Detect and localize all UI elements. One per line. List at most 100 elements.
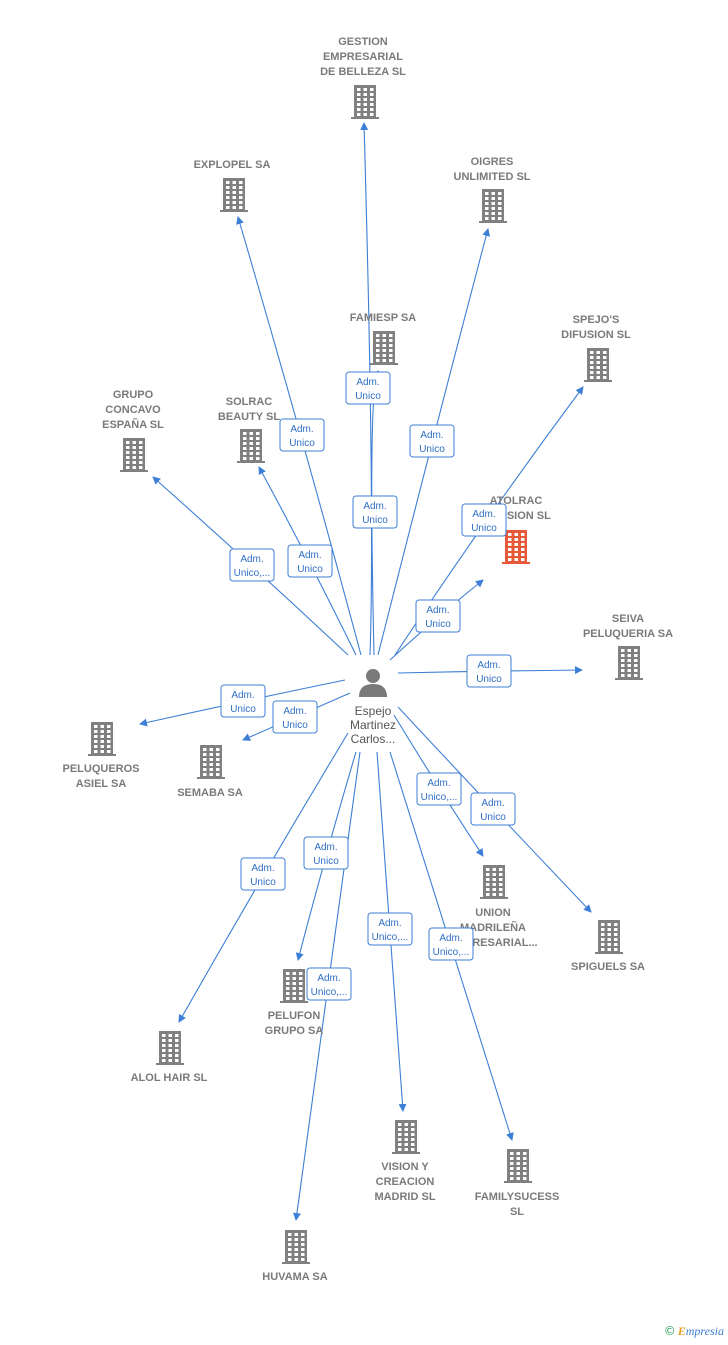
relation-label-gestion[interactable]: Adm.Unico xyxy=(352,495,398,529)
company-node-vision[interactable]: VISION Y CREACION MADRID SL xyxy=(374,1120,436,1203)
relation-label-union[interactable]: Adm. Unico,... xyxy=(416,772,462,806)
relation-role-text: Adm. xyxy=(298,550,321,561)
company-name-text: ALOL HAIR SL xyxy=(131,1072,208,1084)
relation-label-peluqueros[interactable]: Adm.Unico xyxy=(220,684,266,718)
company-name-text: UNION xyxy=(475,907,511,919)
company-name-text: GESTION xyxy=(338,36,388,48)
company-node-seiva[interactable]: SEIVA PELUQUERIA SA xyxy=(583,613,673,680)
relation-label-alol[interactable]: Adm.Unico xyxy=(240,857,286,891)
company-node-famiesp[interactable]: FAMIESP SA xyxy=(350,312,416,365)
brand-name: mpresia xyxy=(685,1324,724,1338)
company-name-text: MADRID SL xyxy=(374,1191,435,1203)
relation-edge-gestion xyxy=(360,122,373,656)
company-name-text: MADRILEÑA xyxy=(460,921,526,934)
relation-role-text: Unico xyxy=(230,704,256,715)
relation-label-solrac[interactable]: Adm.Unico xyxy=(287,544,333,578)
company-name-text: DIFUSION SL xyxy=(561,329,631,341)
company-name-text: BEAUTY SL xyxy=(218,411,280,423)
company-name-text: SPEJO'S xyxy=(573,314,620,326)
building-icon xyxy=(502,530,530,564)
relation-role-text: Adm. xyxy=(481,798,504,809)
building-icon xyxy=(480,865,508,899)
relation-role-text: Unico,... xyxy=(421,792,458,803)
building-icon xyxy=(615,646,643,680)
company-node-explopel[interactable]: EXPLOPEL SA xyxy=(194,159,271,212)
relation-role-text: Unico xyxy=(476,674,502,685)
building-icon xyxy=(156,1031,184,1065)
relation-label-explopel[interactable]: Adm.Unico xyxy=(279,418,325,452)
relation-label-semaba[interactable]: Adm. Unico xyxy=(272,700,318,734)
brand-initial: E xyxy=(677,1324,686,1338)
building-icon xyxy=(370,331,398,365)
person-node[interactable]: EspejoMartinezCarlos... xyxy=(350,669,396,746)
relation-role-text: Unico,... xyxy=(234,568,271,579)
company-node-solrac[interactable]: SOLRAC BEAUTY SL xyxy=(218,396,280,463)
company-node-spejos[interactable]: SPEJO'S DIFUSION SL xyxy=(561,314,631,382)
relation-role-text: Unico xyxy=(362,515,388,526)
company-node-huvama[interactable]: HUVAMA SA xyxy=(262,1230,328,1283)
relation-role-text: Unico xyxy=(355,391,381,402)
relation-role-text: Adm. xyxy=(472,509,495,520)
relation-role-text: Adm. xyxy=(283,706,306,717)
relation-role-text: Adm. xyxy=(439,933,462,944)
person-icon xyxy=(359,669,387,697)
company-name-text: SOLRAC xyxy=(226,396,273,408)
relation-label-grupo[interactable]: Adm.Unico,... xyxy=(229,548,275,582)
company-name-text: SPIGUELS SA xyxy=(571,961,645,973)
company-name-text: GRUPO SA xyxy=(265,1025,324,1037)
brand-footer[interactable]: ©Empresia xyxy=(664,1324,724,1339)
relation-label-spejos[interactable]: Adm. Unico xyxy=(461,503,507,537)
relation-label-pelufon[interactable]: Adm.Unico xyxy=(303,836,349,870)
relation-role-text: Unico xyxy=(313,856,339,867)
company-name-text: DE BELLEZA SL xyxy=(320,66,406,78)
company-name-text: HUVAMA SA xyxy=(262,1271,327,1283)
company-name-text: PELUQUEROS xyxy=(62,763,139,775)
relation-label-seiva[interactable]: Adm.Unico xyxy=(466,654,512,688)
relation-role-text: Unico,... xyxy=(372,932,409,943)
company-name-text: VISION Y xyxy=(381,1161,429,1173)
relation-label-vision[interactable]: Adm.Unico,... xyxy=(367,912,413,946)
copyright-symbol: © xyxy=(663,1324,676,1338)
company-name-text: CONCAVO xyxy=(105,404,161,416)
company-name-text: EXPLOPEL SA xyxy=(194,159,271,171)
building-icon xyxy=(88,722,116,756)
company-node-spiguels[interactable]: SPIGUELS SA xyxy=(571,920,645,973)
relation-role-text: Unico xyxy=(471,523,497,534)
building-icon xyxy=(392,1120,420,1154)
relation-role-text: Unico xyxy=(250,877,276,888)
relation-label-spiguels[interactable]: Adm. Unico xyxy=(470,792,516,826)
company-name-text: SEIVA xyxy=(612,613,644,625)
company-node-union[interactable]: UNIONMADRILEÑAEMPRESARIAL... xyxy=(448,865,538,949)
relation-role-text: Unico xyxy=(419,444,445,455)
company-name-text: OIGRES xyxy=(471,156,514,168)
relation-label-atolrac[interactable]: Adm.Unico xyxy=(415,599,461,633)
company-node-alol[interactable]: ALOL HAIR SL xyxy=(131,1031,208,1084)
company-name-text: PELUQUERIA SA xyxy=(583,628,673,640)
building-icon xyxy=(282,1230,310,1264)
relation-role-text: Unico xyxy=(282,720,308,731)
building-icon xyxy=(584,348,612,382)
building-icon xyxy=(479,189,507,223)
relation-label-familysucess[interactable]: Adm.Unico,... xyxy=(428,927,474,961)
relation-label-oigres[interactable]: Adm.Unico xyxy=(409,424,455,458)
relation-role-text: Unico,... xyxy=(311,987,348,998)
building-icon xyxy=(504,1149,532,1183)
relation-role-text: Adm. xyxy=(427,778,450,789)
company-node-semaba[interactable]: SEMABA SA xyxy=(177,745,243,799)
relation-label-huvama[interactable]: Adm. Unico,... xyxy=(306,967,352,1001)
relation-role-text: Adm. xyxy=(317,973,340,984)
relation-label-famiesp[interactable]: Adm. Unico xyxy=(345,371,391,405)
relation-role-text: Unico xyxy=(480,812,506,823)
person-name-text: Martinez xyxy=(350,718,396,732)
company-name-text: CREACION xyxy=(376,1176,435,1188)
building-icon xyxy=(595,920,623,954)
building-icon xyxy=(280,969,308,1003)
relation-role-text: Adm. xyxy=(356,377,379,388)
